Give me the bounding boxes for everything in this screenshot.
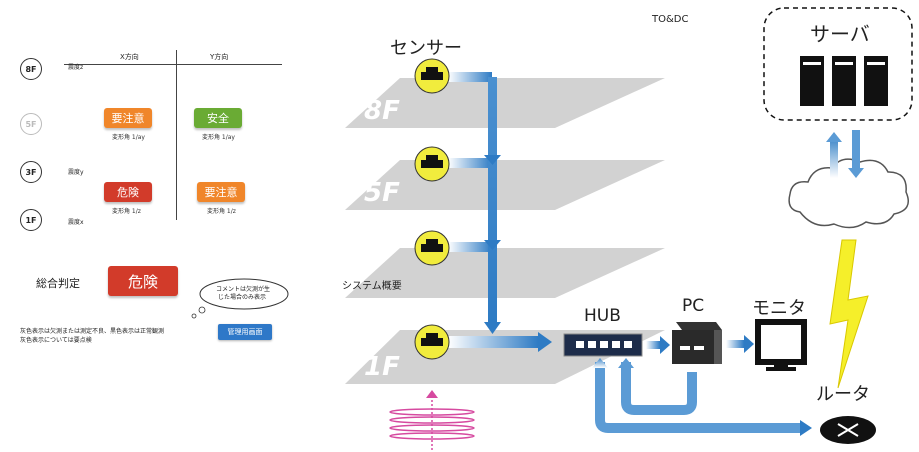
sensor-1f-icon (414, 324, 450, 360)
grid-line-vertical (176, 50, 177, 220)
cloud-to-server-arrow (830, 138, 838, 178)
server-to-cloud-arrow (852, 130, 860, 170)
comment-cloud-icon (191, 278, 289, 319)
server-zone (763, 7, 913, 121)
feed-arrow-3f (448, 242, 492, 252)
server-rack-icon (800, 56, 888, 106)
comment-note-line2: じた場合のみ表示 (218, 294, 267, 301)
sensor-8f-icon (414, 58, 450, 94)
trunk-arrowhead-a (484, 155, 501, 165)
hub-label: HUB (584, 306, 621, 326)
level-y-label: 震度y (68, 169, 84, 176)
trunk-arrowhead-c (484, 322, 501, 334)
pc-label: PC (682, 296, 705, 316)
floor-label-5f: 5F (364, 178, 400, 208)
vertical-trunk (488, 77, 497, 324)
feed-arrow-8f (448, 72, 492, 82)
feed-arrow-1f (448, 336, 538, 348)
sensor-3f-icon (414, 230, 450, 266)
hub-icon (563, 333, 643, 357)
hub-router-arrow (595, 362, 804, 433)
sensor-5f-icon (414, 146, 450, 182)
floor-8f-icon: 8F (20, 58, 42, 80)
trunk-arrowhead-b (484, 240, 501, 250)
monitor-label: モニタ (752, 298, 806, 319)
hub-pc-return-arrow (621, 362, 697, 415)
server-label: サーバ (810, 22, 870, 46)
admin-screen-button[interactable]: 管理用画面 (218, 324, 272, 340)
floor-label-1f: 1F (364, 352, 400, 382)
router-label: ルータ (816, 384, 870, 405)
status-sub-x-lower: 変形角 1/z (112, 208, 141, 215)
status-sub-y-lower: 変形角 1/z (207, 208, 236, 215)
status-badge-y-upper: 安全 (194, 108, 242, 128)
floor-5f-icon: 5F (20, 113, 42, 135)
column-header-x: X方向 (120, 53, 139, 61)
legend-note-line1: 灰色表示は欠測または測定不良、黒色表示は正常観測 (20, 328, 165, 335)
router-icon (820, 416, 876, 444)
feed-arrow-5f (448, 158, 492, 168)
level-x-label: 震度x (68, 219, 84, 226)
status-badge-y-lower: 要注意 (197, 182, 245, 202)
comment-note-line1: コメントは欠測が生 (216, 286, 271, 293)
floor-1f-icon: 1F (20, 209, 42, 231)
level-z-label: 震度z (68, 64, 84, 71)
floor-3f-icon: 3F (20, 161, 42, 183)
status-sub-x-upper: 変形角 1/ay (112, 134, 145, 141)
wireless-lightning-icon (829, 239, 869, 389)
organization-label: TO&DC (652, 14, 689, 25)
overall-judgement-badge: 危険 (108, 266, 178, 296)
overall-judgement-label: 総合判定 (36, 277, 80, 290)
monitor-icon (755, 319, 807, 371)
sensor-label: センサー (390, 38, 462, 59)
floor-label-8f: 8F (364, 96, 400, 126)
feed-arrowhead-1f (538, 332, 552, 352)
status-badge-x-upper: 要注意 (104, 108, 152, 128)
status-sub-y-upper: 変形角 1/ay (202, 134, 235, 141)
grid-line-horizontal (64, 64, 282, 65)
column-header-y: Y方向 (210, 53, 229, 61)
pc-to-monitor-arrow (726, 340, 744, 348)
pc-icon (672, 322, 722, 364)
system-overview-label: システム概要 (342, 281, 402, 292)
legend-note-line2: 灰色表示については要点検 (20, 337, 92, 344)
status-badge-x-lower: 危険 (104, 182, 152, 202)
hub-to-pc-arrow (646, 341, 660, 349)
internet-cloud-icon (788, 158, 909, 229)
earthquake-source-icon (389, 390, 475, 452)
